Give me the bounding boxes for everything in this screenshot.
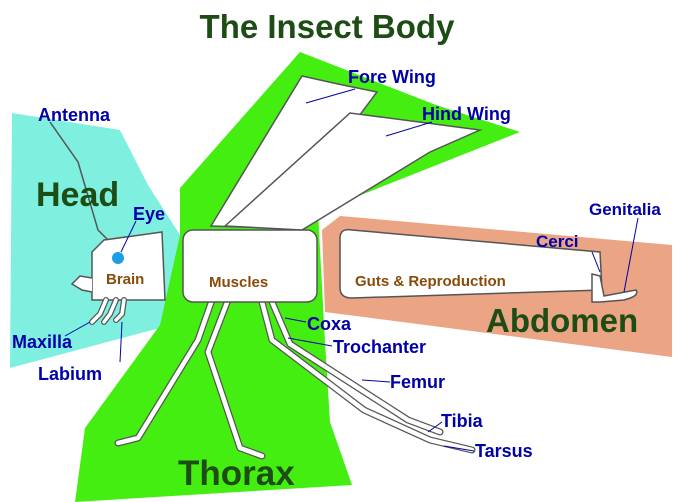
page-title: The Insect Body — [200, 8, 456, 45]
femur-label: Femur — [390, 372, 445, 392]
tibia-label: Tibia — [441, 411, 484, 431]
maxilla-label: Maxilla — [12, 332, 73, 352]
eye-label: Eye — [133, 204, 165, 224]
trochanter-label: Trochanter — [333, 337, 426, 357]
thorax-body — [183, 230, 317, 302]
abdomen-label: Abdomen — [486, 302, 638, 339]
head-label: Head — [36, 176, 119, 214]
guts-label: Guts & Reproduction — [355, 273, 506, 290]
eye-dot — [112, 252, 124, 264]
antenna-label: Antenna — [38, 105, 111, 125]
genitalia-label: Genitalia — [589, 200, 661, 219]
labium-label: Labium — [38, 364, 102, 384]
muscles-label: Muscles — [209, 274, 268, 291]
fore-wing-label: Fore Wing — [348, 67, 436, 87]
cerci-label: Cerci — [536, 232, 579, 251]
coxa-label: Coxa — [307, 314, 352, 334]
thorax-label: Thorax — [178, 454, 295, 493]
tarsus-label: Tarsus — [475, 441, 533, 461]
hind-wing-label: Hind Wing — [422, 104, 511, 124]
brain-label: Brain — [106, 271, 144, 288]
